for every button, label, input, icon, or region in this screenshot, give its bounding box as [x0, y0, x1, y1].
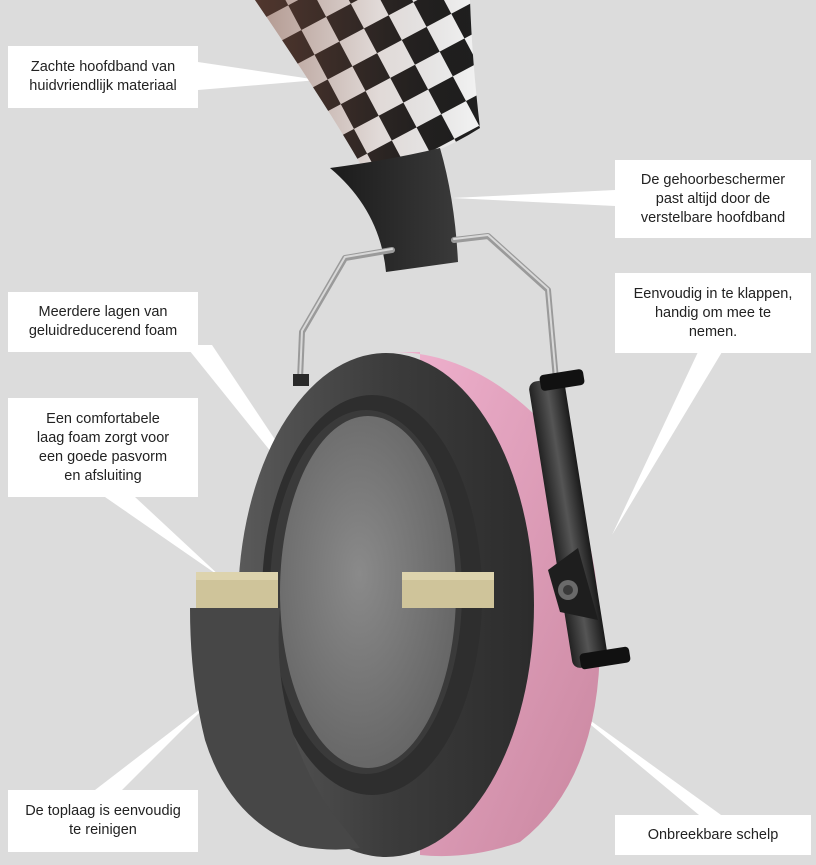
callout-layers: Meerdere lagen van geluidreducerend foam	[8, 292, 198, 352]
callout-foldable-line3: nemen.	[688, 323, 738, 340]
callout-adjustable-line3: verstelbare hoofdband	[640, 209, 786, 226]
pointer-comfort	[105, 497, 222, 578]
callout-headband: Zachte hoofdband van huidvriendlijk mate…	[8, 46, 198, 108]
foam-layer-cutaway	[190, 572, 494, 850]
callout-comfort: Een comfortabele laag foam zorgt voor ee…	[8, 398, 198, 497]
callout-clean: De toplaag is eenvoudig te reinigen	[8, 790, 198, 852]
callout-layers-line1: Meerdere lagen van	[38, 304, 168, 320]
callout-adjustable-line1: De gehoorbeschermer	[640, 171, 786, 188]
soft-headband	[255, 0, 480, 172]
callout-headband-line1: Zachte hoofdband van	[30, 59, 176, 75]
callout-pointers	[95, 62, 728, 820]
folding-hinge	[529, 369, 631, 670]
adjustable-band	[330, 148, 458, 272]
callout-comfort-line1: Een comfortabele	[46, 410, 160, 427]
callout-adjustable-line2: past altijd door de	[655, 190, 771, 207]
pointer-foldable	[612, 352, 722, 535]
callout-clean-line1: De toplaag is eenvoudig	[25, 803, 181, 819]
grey-foam	[280, 416, 456, 768]
callout-foldable-line1: Eenvoudig in te klappen,	[633, 285, 793, 302]
callout-shell-line1: Onbreekbare schelp	[647, 826, 779, 843]
pointer-clean	[95, 700, 212, 790]
pointer-adjustable	[452, 190, 615, 206]
pointer-shell	[555, 695, 728, 820]
pointer-headband	[198, 62, 318, 90]
callout-headband-line2: huidvriendlijk materiaal	[29, 78, 177, 94]
callout-comfort-line4: en afsluiting	[64, 467, 142, 484]
callout-foldable-line2: handig om mee te	[654, 304, 772, 321]
callout-adjustable: De gehoorbeschermer past altijd door de …	[615, 160, 811, 238]
callout-comfort-line3: een goede pasvorm	[38, 448, 168, 465]
callout-comfort-line2: laag foam zorgt voor	[36, 429, 170, 446]
callout-shell: Onbreekbare schelp	[615, 815, 811, 855]
callout-clean-line2: te reinigen	[69, 822, 137, 838]
callout-foldable: Eenvoudig in te klappen, handig om mee t…	[615, 273, 811, 353]
callout-layers-line2: geluidreducerend foam	[28, 323, 178, 339]
